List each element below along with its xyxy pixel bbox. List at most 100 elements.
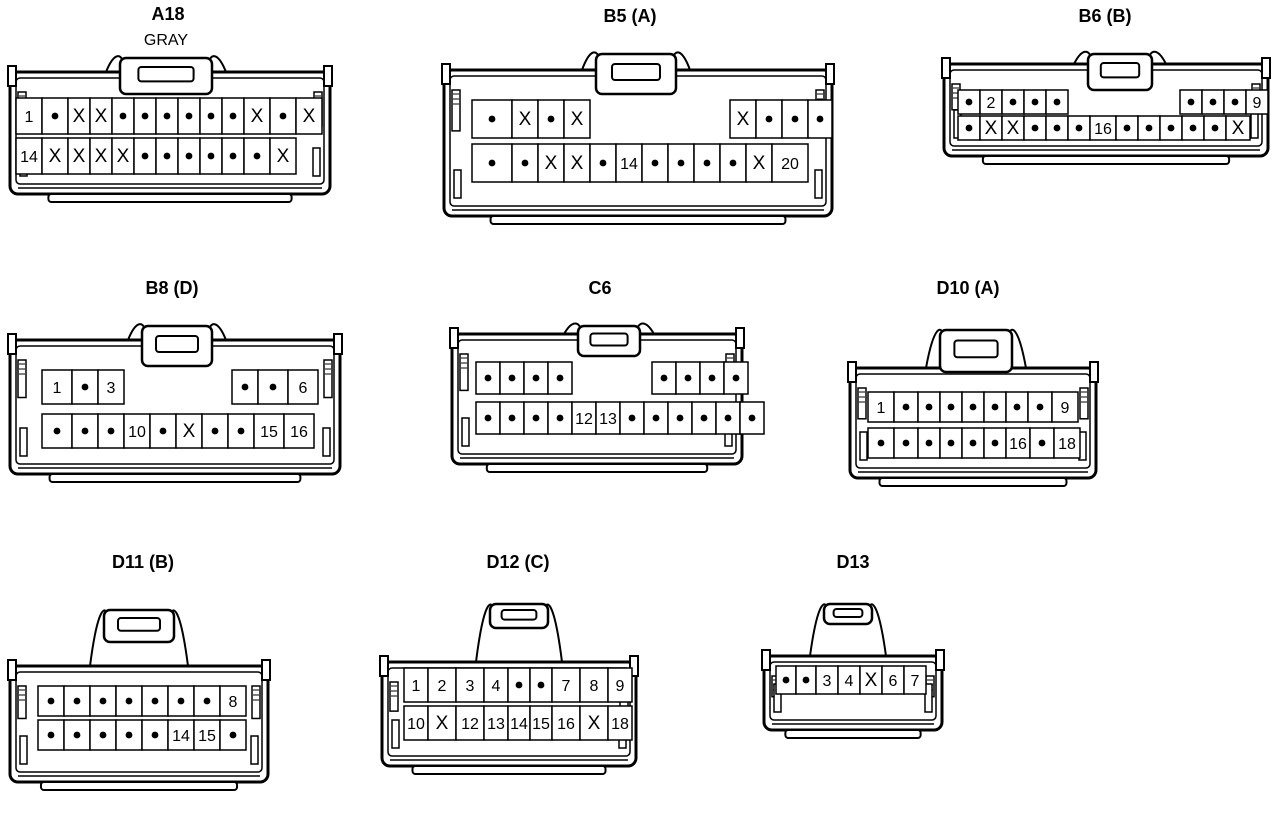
- pin-cell-d10-r1-c5: [961, 391, 985, 423]
- pin-cell-c6-r2-c8: [643, 401, 669, 435]
- pin-dot: [782, 676, 790, 684]
- pin-cell-b6-r2-c9: [1137, 115, 1161, 141]
- pin-dot: [925, 403, 933, 411]
- pin-dot: [51, 112, 59, 120]
- pin-dot: [1187, 98, 1195, 106]
- pin-dot: [1075, 124, 1083, 132]
- pin-cell-c6-r2-c12: [739, 401, 765, 435]
- connector-title-c6: C6: [588, 278, 612, 298]
- pin-label: X: [73, 146, 86, 167]
- pin-cell-c6-r1-c3: [523, 361, 549, 395]
- pin-label: 14: [20, 149, 38, 166]
- connector-title-d11: D11 (B): [111, 552, 174, 572]
- pin-cell-b5-r1-c3: [537, 99, 565, 139]
- pin-cell-d12-r1-c2: 2: [427, 667, 457, 703]
- pin-cell-c6-r1-c8: [723, 361, 749, 395]
- pin-label: X: [737, 109, 750, 130]
- pin-cell-b5-r1-c4: X: [563, 99, 591, 139]
- pin-label: X: [117, 146, 130, 167]
- pin-label: 16: [557, 716, 575, 733]
- pin-dot: [684, 374, 692, 382]
- pin-dot: [1145, 124, 1153, 132]
- pin-cell-b8-r2-c10: 16: [283, 413, 315, 449]
- pin-label: 7: [562, 678, 571, 695]
- connector-title-b8: B8 (D): [145, 278, 199, 298]
- pin-label: 9: [1061, 400, 1070, 417]
- pin-cell-d12-r1-c9: 9: [607, 667, 633, 703]
- pin-dot: [229, 112, 237, 120]
- pin-cell-b5-r1-c5: X: [729, 99, 757, 139]
- pin-label: X: [49, 146, 62, 167]
- pin-cell-d12-r2-c7: 16: [551, 705, 581, 741]
- pin-cell-d11-r2-c1: [37, 719, 65, 751]
- pin-cell-c6-r1-c5: [651, 361, 677, 395]
- pin-cell-d10-r1-c1: 1: [867, 391, 895, 423]
- pin-dot: [1053, 124, 1061, 132]
- pin-label: 13: [599, 411, 617, 428]
- connector-subtitle-a18: GRAY: [143, 32, 189, 49]
- pin-cell-d12-r2-c4: 13: [483, 705, 509, 741]
- pin-cell-b5-r1-c8: [807, 99, 833, 139]
- pin-label: 7: [911, 673, 920, 690]
- pin-dot: [1209, 98, 1217, 106]
- pin-cell-d11-r2-c5: [141, 719, 169, 751]
- pin-label: 6: [299, 380, 308, 397]
- pin-dot: [556, 414, 564, 422]
- pin-dot: [185, 112, 193, 120]
- pin-cell-b5-r2-c9: [693, 143, 721, 183]
- pin-label: X: [251, 106, 264, 127]
- pin-cell-d11-r2-c8: [219, 719, 247, 751]
- pin-label: 12: [461, 716, 479, 733]
- pin-label: X: [1007, 118, 1020, 139]
- pin-cell-d13-r1-c6: 6: [881, 665, 905, 695]
- pin-cell-a18-r2-c10: [221, 137, 245, 175]
- pin-cell-d10-r2-c8: [1029, 427, 1055, 459]
- pin-label: 16: [1094, 121, 1112, 138]
- pin-cell-b5-r1-c2: X: [511, 99, 539, 139]
- pin-dot: [732, 374, 740, 382]
- pin-cell-b5-r2-c10: [719, 143, 747, 183]
- pin-label: X: [571, 109, 584, 130]
- pin-cell-b6-r2-c8: [1115, 115, 1139, 141]
- pin-dot: [802, 676, 810, 684]
- pin-dot: [99, 731, 107, 739]
- pin-cell-c6-r2-c1: [475, 401, 501, 435]
- pin-cell-a18-r1-c1: 1: [15, 97, 43, 135]
- pin-dot: [729, 159, 737, 167]
- pin-cell-b8-r1-c2: [71, 369, 99, 405]
- pin-label: 14: [510, 716, 528, 733]
- pin-label: 13: [487, 716, 505, 733]
- pin-cell-a18-r1-c5: [111, 97, 135, 135]
- pin-label: 1: [53, 380, 62, 397]
- pin-cell-d12-r2-c6: 15: [529, 705, 553, 741]
- pin-label: X: [519, 109, 532, 130]
- pin-dot: [53, 427, 61, 435]
- pin-cell-d10-r2-c7: 16: [1005, 427, 1031, 459]
- pin-cell-d10-r1-c7: [1005, 391, 1029, 423]
- pin-label: 15: [260, 424, 278, 441]
- pin-cell-b5-r2-c7: [641, 143, 669, 183]
- pin-dot: [237, 427, 245, 435]
- pin-label: 9: [616, 678, 625, 695]
- pin-cell-d11-r1-c3: [89, 685, 117, 717]
- pin-dot: [1123, 124, 1131, 132]
- pin-label: X: [753, 153, 766, 174]
- pin-dot: [107, 427, 115, 435]
- pin-cell-b8-r2-c6: X: [175, 413, 203, 449]
- pin-cell-d12-r2-c8: X: [579, 705, 609, 741]
- pin-cell-d11-r1-c8: 8: [219, 685, 247, 717]
- pin-label: 18: [611, 716, 629, 733]
- pin-cell-d11-r2-c2: [63, 719, 91, 751]
- pin-cell-d12-r1-c7: 7: [551, 667, 581, 703]
- pin-dot: [991, 439, 999, 447]
- pin-cell-a18-r2-c8: [177, 137, 201, 175]
- pin-dot: [1031, 124, 1039, 132]
- pin-dot: [965, 124, 973, 132]
- pin-dot: [484, 414, 492, 422]
- pin-cell-b5-r2-c3: X: [537, 143, 565, 183]
- connector-title-b5: B5 (A): [603, 6, 657, 26]
